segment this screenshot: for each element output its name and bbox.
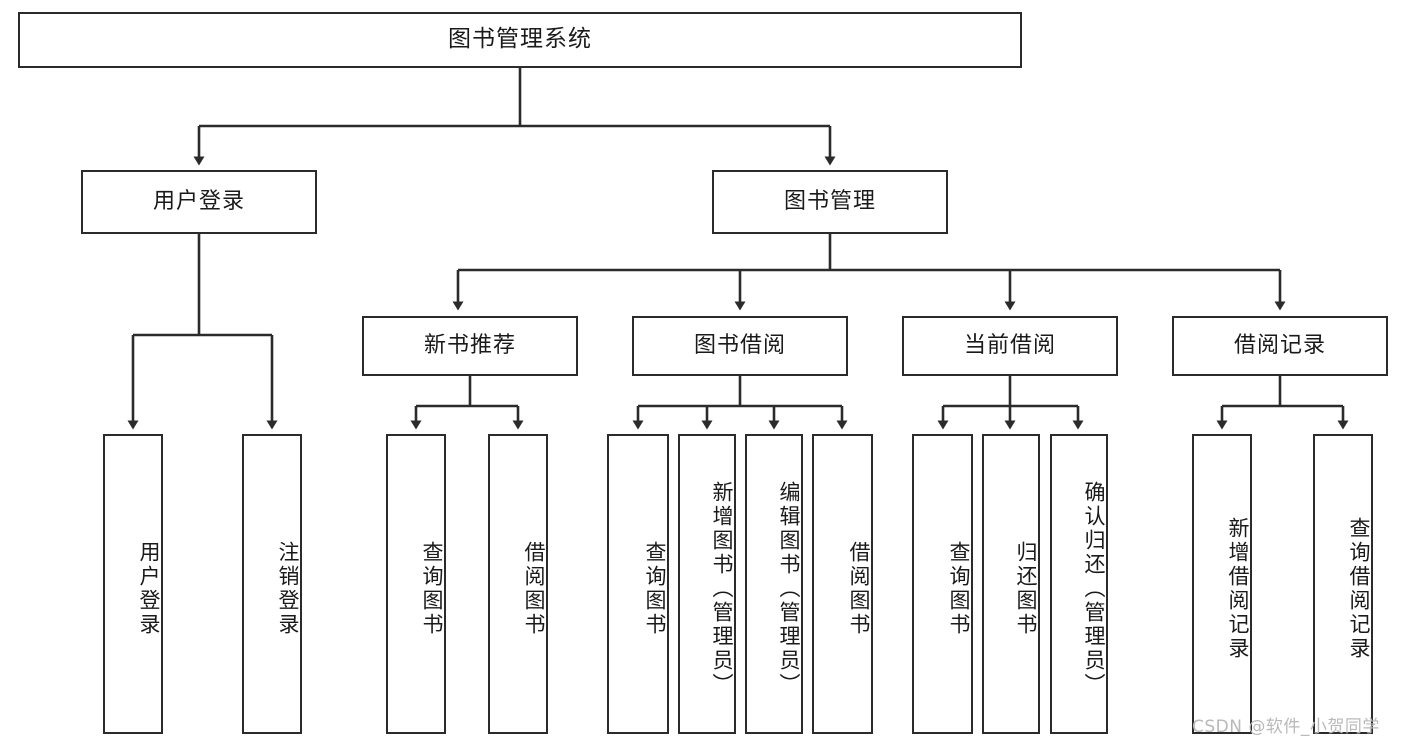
node-leaf-edit-book-admin[interactable]: 编辑图书（管理员） [745,434,803,734]
node-leaf-user-login-label: 用户登录 [137,541,161,637]
node-leaf-borrow-book-1[interactable]: 借阅图书 [488,434,548,734]
csdn-watermark: CSDN @软件_小贺同学 [1192,717,1380,737]
node-borrowing-records[interactable]: 借阅记录 [1172,316,1388,376]
node-book-management[interactable]: 图书管理 [712,170,948,234]
node-leaf-query-record[interactable]: 查询借阅记录 [1313,434,1373,734]
node-leaf-logout-label: 注销登录 [276,541,300,637]
node-leaf-return-book[interactable]: 归还图书 [982,434,1040,734]
node-leaf-add-book-admin[interactable]: 新增图书（管理员） [678,434,736,734]
node-leaf-borrow-book-1-label: 借阅图书 [522,541,546,637]
node-user-login[interactable]: 用户登录 [81,170,317,234]
node-leaf-borrow-book-2[interactable]: 借阅图书 [812,434,873,734]
node-root-system[interactable]: 图书管理系统 [18,12,1022,68]
node-leaf-query-book-3-label: 查询图书 [947,541,971,637]
node-leaf-query-book-3[interactable]: 查询图书 [912,434,973,734]
node-leaf-query-book-1-label: 查询图书 [420,541,444,637]
node-leaf-add-record-label: 新增借阅记录 [1226,517,1250,661]
node-leaf-confirm-return-admin[interactable]: 确认归还（管理员） [1050,434,1108,734]
node-leaf-query-record-label: 查询借阅记录 [1347,517,1371,661]
node-leaf-borrow-book-2-label: 借阅图书 [847,541,871,637]
node-leaf-query-book-1[interactable]: 查询图书 [386,434,446,734]
node-book-borrowing[interactable]: 图书借阅 [632,316,848,376]
node-leaf-add-record[interactable]: 新增借阅记录 [1192,434,1252,734]
node-leaf-add-book-admin-label: 新增图书（管理员） [710,481,734,697]
node-current-borrowing[interactable]: 当前借阅 [902,316,1118,376]
node-leaf-query-book-2-label: 查询图书 [643,541,667,637]
node-leaf-query-book-2[interactable]: 查询图书 [607,434,669,734]
node-leaf-return-book-label: 归还图书 [1014,541,1038,637]
node-leaf-user-login[interactable]: 用户登录 [103,434,163,734]
node-new-book-recommendation[interactable]: 新书推荐 [362,316,578,376]
node-leaf-edit-book-admin-label: 编辑图书（管理员） [777,481,801,697]
node-leaf-logout[interactable]: 注销登录 [242,434,302,734]
node-leaf-confirm-return-admin-label: 确认归还（管理员） [1082,481,1106,697]
